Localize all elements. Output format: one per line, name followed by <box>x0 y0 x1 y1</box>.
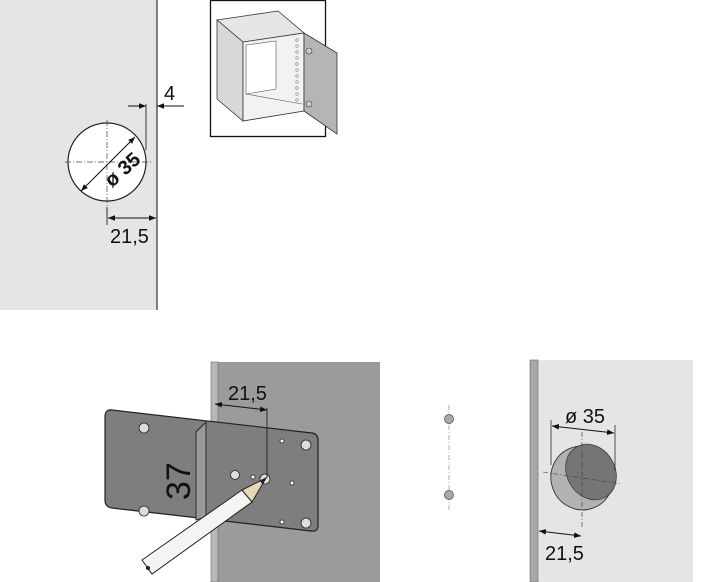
template-holes <box>138 422 312 529</box>
template-size-label: 37 <box>160 462 198 500</box>
hole-distance-label: 21,5 <box>545 543 584 565</box>
mark-distance-label: 21,5 <box>228 383 267 405</box>
step3-drilled-hole: ø 35 21,5 <box>444 359 693 582</box>
drilling-template <box>104 409 319 532</box>
cabinet-illustration <box>209 0 338 138</box>
hole-bottom <box>565 443 617 501</box>
door-edge <box>529 359 539 582</box>
step2-template-marking: 37 21,5 <box>104 361 380 582</box>
edge-offset-label: 4 <box>164 83 175 105</box>
distance-dimension-line <box>214 402 268 412</box>
dowel-hole-bottom <box>444 490 454 500</box>
pencil-icon <box>141 476 268 575</box>
hole-diameter-label: ø 35 <box>565 406 605 428</box>
center-line-h <box>542 471 623 485</box>
diameter-dimension-line <box>80 136 136 192</box>
system-holes <box>295 38 299 102</box>
hole-distance-label: 21,5 <box>110 226 149 248</box>
distance-dimension-line <box>538 529 582 538</box>
dowel-hole-top <box>444 414 454 424</box>
diameter-dimension-line <box>551 424 615 435</box>
cabinet-door <box>303 32 338 135</box>
step1-drilling-layout: ø 35 4 21,5 <box>0 0 184 310</box>
